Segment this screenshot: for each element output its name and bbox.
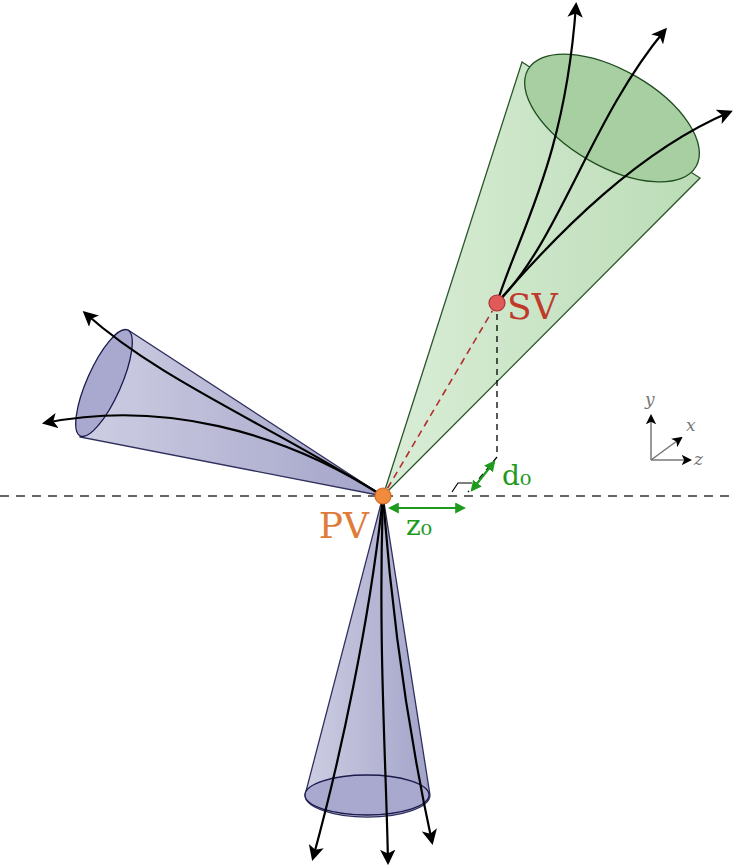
vertex-label: SV — [507, 289, 558, 325]
axis-label: x — [686, 417, 696, 434]
jet-cone-bottom — [305, 496, 432, 862]
vertex-circle — [488, 294, 506, 312]
axis-label: z — [694, 451, 703, 468]
vertex-dot — [488, 294, 506, 312]
d0-arrow — [472, 462, 494, 490]
impact-parameter-label: d₀ — [502, 462, 531, 490]
axis-label: y — [645, 391, 655, 408]
right-angle-mark — [452, 483, 472, 492]
beam-axis — [0, 495, 733, 496]
jet-cone-b — [383, 5, 730, 496]
vertex-circle — [374, 487, 392, 505]
z0-arrow — [390, 507, 464, 509]
jet-cone-left — [45, 313, 383, 496]
flight-path — [388, 311, 493, 489]
vertex-label: PV — [319, 508, 369, 544]
axis-icon — [651, 416, 690, 460]
vertex-dot — [374, 487, 392, 505]
projection-line — [468, 457, 497, 492]
projection-line — [496, 303, 497, 457]
impact-parameter-label: z₀ — [406, 512, 432, 540]
